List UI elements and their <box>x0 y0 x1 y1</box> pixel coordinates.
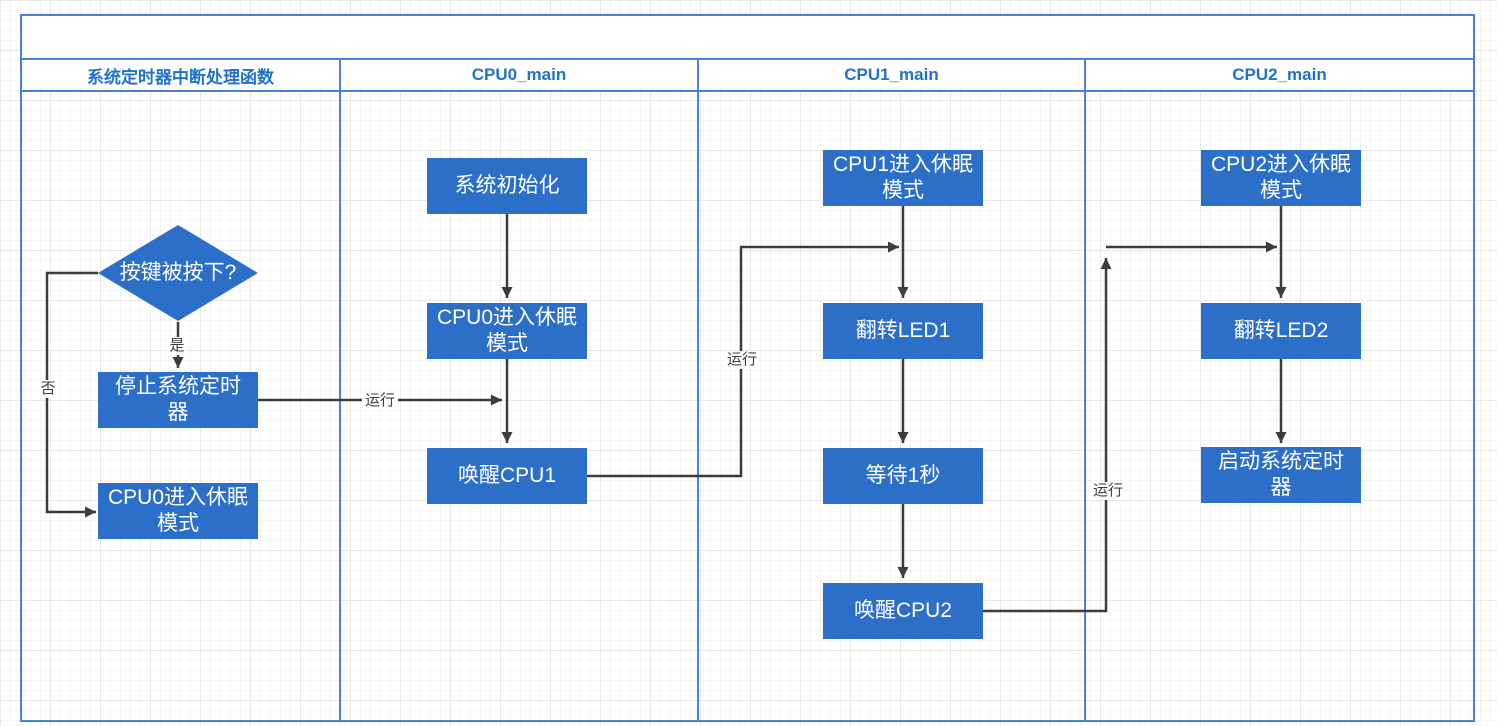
lane-title: CPU1_main <box>844 65 939 84</box>
swimlane-pool: 系统定时器中断处理函数 CPU0_main CPU1_main CPU2_mai… <box>20 14 1475 722</box>
node-wait-1s[interactable]: 等待1秒 <box>823 448 983 504</box>
node-cpu0-sleep-isr[interactable]: CPU0进入休眠 模式 <box>98 483 258 539</box>
node-cpu0-sleep[interactable]: CPU0进入休眠 模式 <box>427 303 587 359</box>
node-wake-cpu1[interactable]: 唤醒CPU1 <box>427 448 587 504</box>
edge-label-run-cpu0: 运行 <box>361 392 399 410</box>
pool-title-bar[interactable] <box>22 16 1473 60</box>
node-wake-cpu2[interactable]: 唤醒CPU2 <box>823 583 983 639</box>
node-toggle-led2[interactable]: 翻转LED2 <box>1201 303 1361 359</box>
lane-title: 系统定时器中断处理函数 <box>87 67 274 87</box>
lane-title: CPU0_main <box>471 65 567 84</box>
node-sys-init[interactable]: 系统初始化 <box>427 158 587 214</box>
lane-header-cpu1-main[interactable]: CPU1_main <box>699 60 1086 92</box>
edge-label-run-cpu1: 运行 <box>723 351 761 369</box>
node-cpu2-sleep[interactable]: CPU2进入休眠 模式 <box>1201 150 1361 206</box>
edge-label-yes: 是 <box>166 337 188 355</box>
edge-label-run-cpu2: 运行 <box>1089 482 1127 500</box>
node-start-timer[interactable]: 启动系统定时 器 <box>1201 447 1361 503</box>
lane-header-cpu2-main[interactable]: CPU2_main <box>1086 60 1473 92</box>
lane-header-cpu0-main[interactable]: CPU0_main <box>341 60 699 92</box>
edge-label-no: 否 <box>37 380 59 398</box>
lane-header-row: 系统定时器中断处理函数 CPU0_main CPU1_main CPU2_mai… <box>22 60 1473 92</box>
lane-title: CPU2_main <box>1232 65 1327 84</box>
node-toggle-led1[interactable]: 翻转LED1 <box>823 303 983 359</box>
lane-header-timer-isr[interactable]: 系统定时器中断处理函数 <box>22 60 341 92</box>
lane-body-timer-isr <box>22 92 341 720</box>
node-stop-timer[interactable]: 停止系统定时 器 <box>98 372 258 428</box>
node-cpu1-sleep[interactable]: CPU1进入休眠 模式 <box>823 150 983 206</box>
